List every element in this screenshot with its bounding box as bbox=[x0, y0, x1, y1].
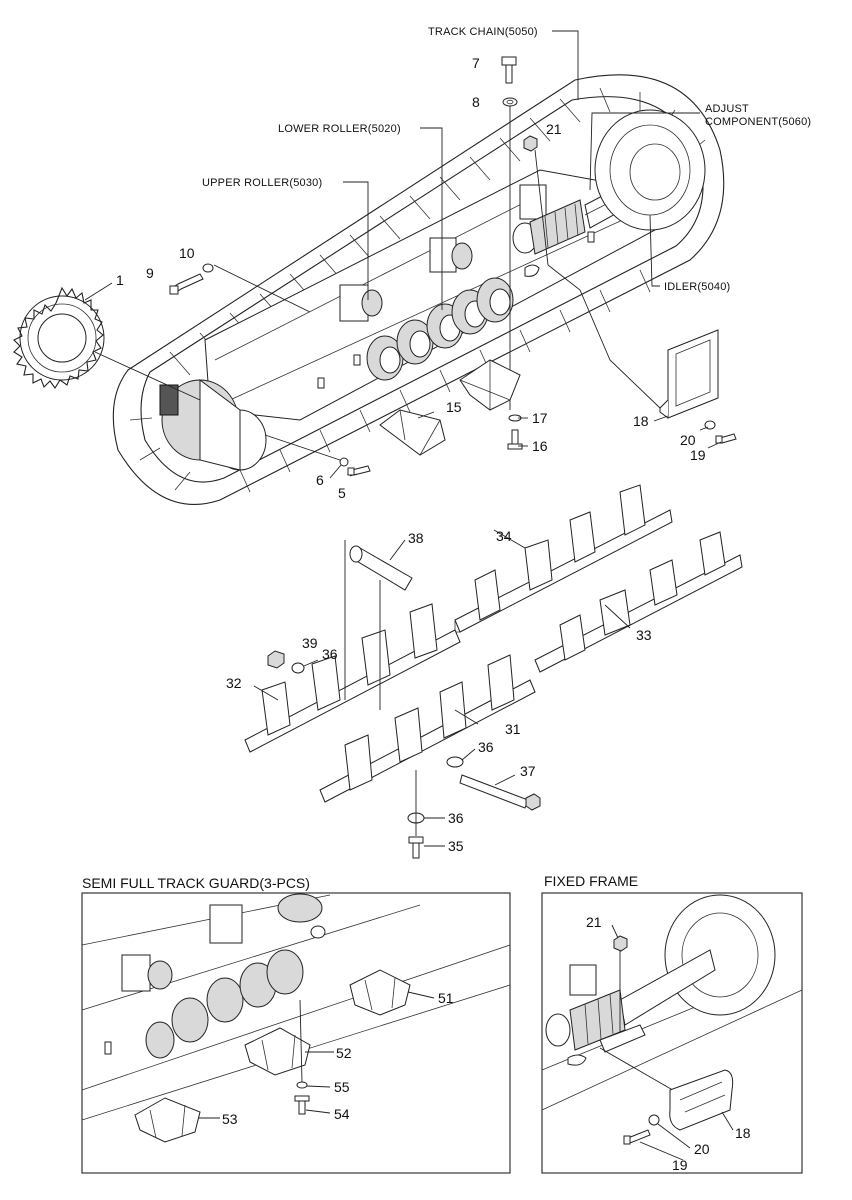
idler bbox=[594, 109, 706, 231]
part-number-15: 15 bbox=[446, 399, 462, 415]
hardware-main bbox=[169, 56, 737, 476]
part-number-19: 19 bbox=[690, 447, 706, 463]
inset-fixed-frame bbox=[541, 892, 803, 1174]
inset-fixed-labels: FIXED FRAME 21 18 20 19 bbox=[544, 873, 751, 1173]
part-number-18: 18 bbox=[633, 413, 649, 429]
label-idler: IDLER(5040) bbox=[664, 281, 730, 293]
part-number-36b: 36 bbox=[478, 739, 494, 755]
part-number-36a: 36 bbox=[322, 646, 338, 662]
part-number-36c: 36 bbox=[448, 810, 464, 826]
part-number-38: 38 bbox=[408, 530, 424, 546]
part-number-52: 52 bbox=[336, 1045, 352, 1061]
part-number-16: 16 bbox=[532, 438, 548, 454]
inset-semi-labels: SEMI FULL TRACK GUARD(3-PCS) 51 52 53 54… bbox=[82, 875, 454, 1127]
caption-labels: TRACK CHAIN(5050) ADJUST COMPONENT(5060)… bbox=[202, 26, 811, 293]
track-guard-exploded bbox=[244, 484, 743, 859]
label-upper-roller: UPPER ROLLER(5030) bbox=[202, 177, 322, 189]
part-number-9: 9 bbox=[146, 265, 154, 281]
part-number-6: 6 bbox=[316, 472, 324, 488]
label-adjust-line2: COMPONENT(5060) bbox=[705, 116, 811, 128]
part-number-37: 37 bbox=[520, 763, 536, 779]
part-number-53: 53 bbox=[222, 1111, 238, 1127]
part-number-21: 21 bbox=[546, 121, 562, 137]
part-number-17: 17 bbox=[532, 410, 548, 426]
leader-lines bbox=[198, 30, 734, 1161]
part-number-8: 8 bbox=[472, 94, 480, 110]
part-number-54: 54 bbox=[334, 1106, 350, 1122]
inset-part-number-21: 21 bbox=[586, 914, 602, 930]
part-numbers: 1 5 6 7 8 9 10 15 16 17 18 19 20 21 31 3… bbox=[116, 55, 706, 854]
inset-part-number-18: 18 bbox=[735, 1125, 751, 1141]
part-number-5: 5 bbox=[338, 485, 346, 501]
lower-rollers bbox=[366, 277, 514, 381]
sprocket bbox=[13, 282, 201, 401]
part-number-10: 10 bbox=[179, 245, 195, 261]
part-number-20: 20 bbox=[680, 432, 696, 448]
part-number-1: 1 bbox=[116, 272, 124, 288]
part-number-7: 7 bbox=[472, 55, 480, 71]
part-number-55: 55 bbox=[334, 1079, 350, 1095]
track-assembly bbox=[112, 74, 725, 505]
inset-semi-full-track-guard bbox=[81, 892, 511, 1174]
label-adjust-line1: ADJUST bbox=[705, 103, 749, 115]
part-number-33: 33 bbox=[636, 627, 652, 643]
inset-semi-title: SEMI FULL TRACK GUARD(3-PCS) bbox=[82, 875, 310, 891]
inset-fixed-title: FIXED FRAME bbox=[544, 873, 638, 889]
travel-motor bbox=[159, 379, 267, 471]
inset-part-number-19: 19 bbox=[672, 1157, 688, 1173]
part-number-32: 32 bbox=[226, 675, 242, 691]
part-number-35: 35 bbox=[448, 838, 464, 854]
label-track-chain: TRACK CHAIN(5050) bbox=[428, 26, 538, 38]
part-number-34: 34 bbox=[496, 528, 512, 544]
part-number-31: 31 bbox=[505, 721, 521, 737]
part-number-51: 51 bbox=[438, 990, 454, 1006]
part-number-39: 39 bbox=[302, 635, 318, 651]
inset-part-number-20: 20 bbox=[694, 1141, 710, 1157]
label-lower-roller: LOWER ROLLER(5020) bbox=[278, 123, 401, 135]
upper-rollers bbox=[339, 184, 547, 322]
